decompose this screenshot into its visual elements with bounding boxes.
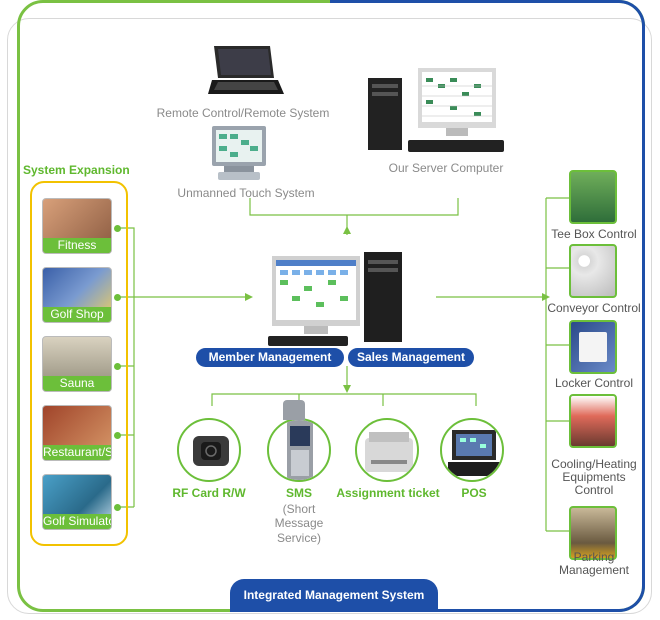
connector-dot	[114, 363, 121, 370]
conveyor-control-image	[569, 244, 617, 298]
pos-terminal-image	[440, 418, 504, 482]
fitness-label: Fitness	[43, 238, 111, 253]
cooling-heating-label-line-3: Control	[574, 483, 614, 497]
server-computer-image	[368, 66, 504, 160]
ticket-printer-image	[355, 418, 419, 482]
sauna-tile: Sauna	[42, 336, 112, 392]
rf-card-label: RF Card R/W	[172, 486, 246, 500]
touch-system-label: Unmanned Touch System	[177, 186, 315, 200]
cooling-heating-label-line-1: Cooling/Heating	[551, 457, 637, 471]
golf-shop-label: Golf Shop	[43, 307, 111, 322]
sales-management-badge: Sales Management	[348, 348, 474, 367]
center-computer-image	[268, 252, 408, 348]
sms-sub-line-1: (Short	[282, 502, 316, 516]
main-frame-blue-edge	[330, 0, 645, 612]
pos-label: POS	[461, 486, 487, 500]
cooling-heating-label-line-2: Equipments	[562, 470, 626, 484]
tee-box-control-label: Tee Box Control	[551, 227, 637, 241]
member-management-badge: Member Management	[196, 348, 344, 367]
restaurant-store-label: Restaurant/Store	[43, 445, 112, 460]
fitness-tile: Fitness	[42, 198, 112, 254]
parking-management-image	[569, 506, 617, 560]
touch-terminal-image	[210, 126, 268, 182]
laptop-image	[208, 44, 284, 100]
sauna-label: Sauna	[43, 376, 111, 391]
connector-dot	[114, 225, 121, 232]
connector-dot	[114, 432, 121, 439]
connector-dot	[114, 504, 121, 511]
golf-shop-tile: Golf Shop	[42, 267, 112, 323]
sms-sub-line-2: Message	[274, 516, 324, 530]
rf-card-reader-image	[177, 418, 241, 482]
connector-dot	[114, 294, 121, 301]
locker-control-image	[569, 320, 617, 374]
cooling-heating-image	[569, 394, 617, 448]
tee-box-control-image	[569, 170, 617, 224]
system-expansion-box	[30, 181, 128, 546]
sms-phone-image	[267, 418, 331, 482]
sms-sub-line-3: Service)	[276, 531, 321, 545]
parking-management-label-line-2: Management	[558, 563, 630, 577]
sms-label: SMS	[285, 486, 312, 500]
conveyor-control-label: Conveyor Control	[547, 301, 641, 315]
locker-control-label: Locker Control	[554, 376, 634, 390]
remote-control-label: Remote Control/Remote System	[156, 106, 330, 120]
golf-simulator-label: Golf Simulator	[43, 514, 112, 529]
assignment-ticket-label: Assignment ticket	[336, 486, 440, 500]
integrated-management-system-title: Integrated Management System	[230, 579, 438, 612]
system-expansion-title: System Expansion	[23, 163, 130, 177]
restaurant-store-tile: Restaurant/Store	[42, 405, 112, 461]
golf-simulator-tile: Golf Simulator	[42, 474, 112, 530]
parking-management-label-line-1: Parking	[573, 550, 615, 564]
server-computer-label: Our Server Computer	[388, 161, 504, 175]
sms-phone-top	[283, 400, 305, 420]
